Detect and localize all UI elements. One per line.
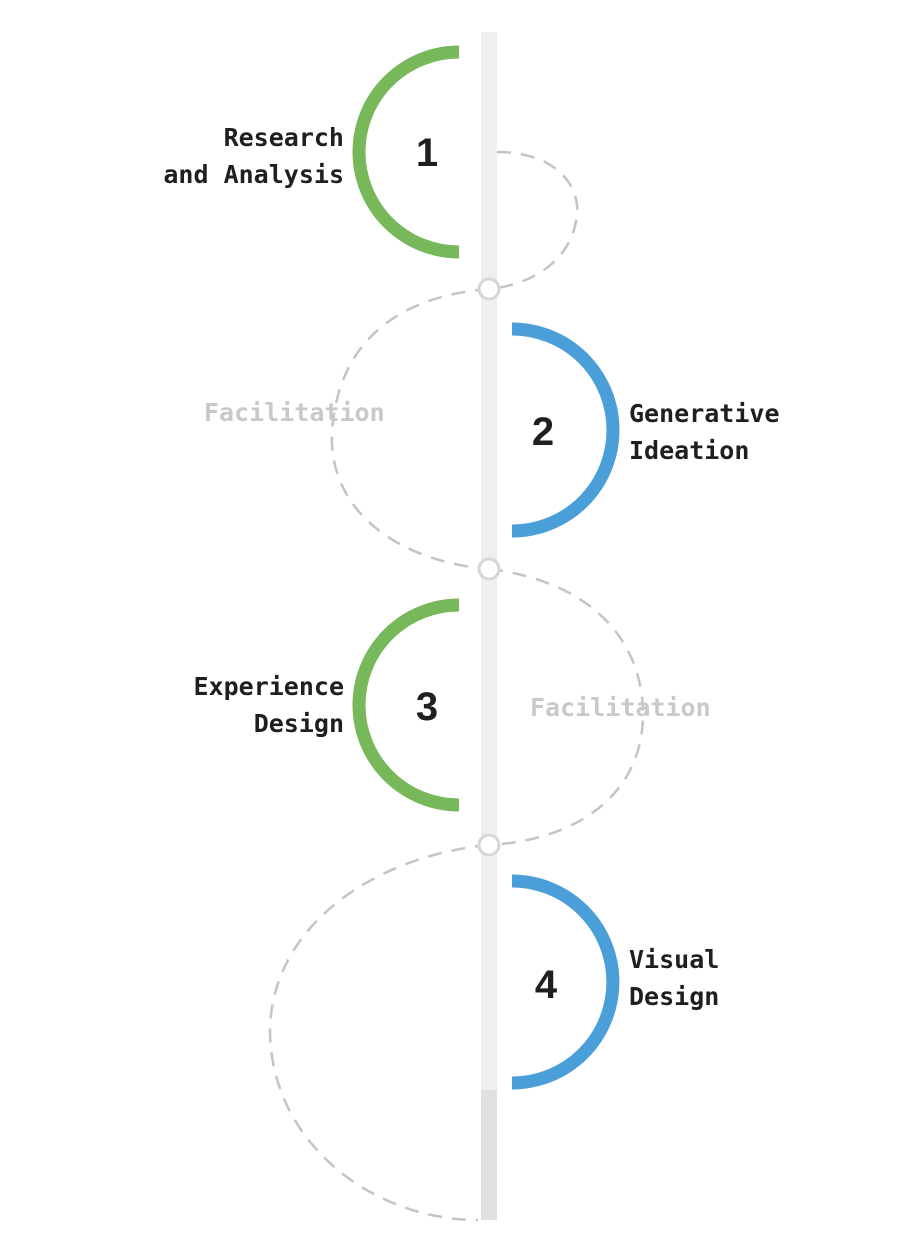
dashed-loop-2 — [330, 287, 490, 571]
facilitation-label-1: Facilitation — [204, 398, 385, 427]
node-3 — [477, 833, 501, 857]
step-4-title-line1: Visual — [629, 945, 719, 974]
step-1-title-line1: Research — [224, 123, 344, 152]
timeline-spine-end — [481, 1090, 497, 1220]
facilitation-label-2: Facilitation — [530, 693, 711, 722]
step-2-title-line2: Ideation — [629, 436, 749, 465]
step-1-arc — [352, 45, 460, 259]
step-2-arc — [511, 322, 620, 538]
dashed-loop-3 — [488, 567, 645, 847]
node-1 — [477, 277, 501, 301]
step-2-number: 2 — [532, 410, 554, 454]
step-3-number: 3 — [416, 685, 438, 729]
dashed-loop-1 — [488, 150, 579, 291]
step-3-title-line1: Experience — [193, 672, 344, 701]
dashed-loop-4 — [268, 843, 490, 1222]
step-3-arc — [352, 598, 460, 812]
step-1-number: 1 — [416, 131, 438, 175]
step-2-title-line1: Generative — [629, 399, 780, 428]
step-3-title-line2: Design — [254, 709, 344, 738]
step-4-title-line2: Design — [629, 982, 719, 1011]
node-2 — [477, 557, 501, 581]
step-4-number: 4 — [535, 963, 558, 1007]
step-4-arc — [511, 874, 620, 1090]
step-1-title-line2: and Analysis — [163, 160, 344, 189]
